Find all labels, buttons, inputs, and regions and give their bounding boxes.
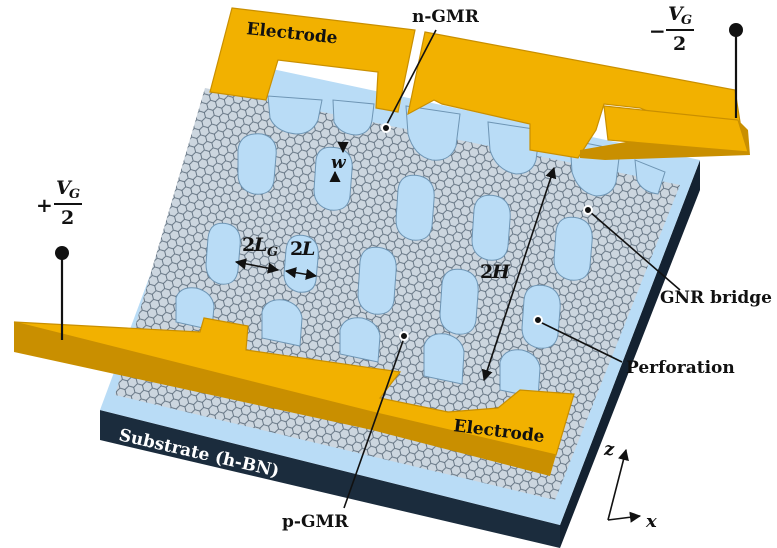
axis-z: [607, 448, 629, 521]
perforation-hole: [395, 174, 435, 241]
arrow-2L: [284, 267, 318, 280]
voltage-left: + V G 2: [36, 177, 82, 229]
electrode-bottom-pad-side: [372, 412, 556, 476]
notch-top: [267, 95, 323, 135]
electrode-top-left-pad: [209, 7, 416, 113]
voltage-left-subscript: G: [69, 187, 80, 202]
perforation-hole: [357, 246, 397, 315]
label-perforation: Perforation: [626, 358, 735, 378]
label-2LG-sub: G: [267, 245, 278, 260]
voltage-left-sign: +: [36, 193, 53, 217]
lead-left: [55, 246, 69, 340]
notch-bottom: [339, 317, 381, 363]
label-w: w: [331, 153, 347, 173]
notch-bottom: [261, 299, 303, 347]
electrode-top: [209, 7, 750, 160]
callout-dot: [583, 205, 593, 215]
voltage-left-denominator: 2: [61, 207, 74, 229]
voltage-right-subscript: G: [681, 13, 692, 28]
label-2H: 2 H: [480, 261, 511, 283]
perforation-hole: [237, 133, 277, 195]
axes: z x: [603, 439, 657, 532]
substrate-side-front: [100, 410, 560, 548]
label-2L-var: L: [301, 238, 315, 260]
axis-x: [607, 511, 642, 523]
label-2LG-coef: 2: [242, 234, 255, 256]
voltage-right-numerator: V: [668, 3, 685, 25]
arrow-2LG: [234, 258, 280, 274]
dimension-arrows: [234, 141, 557, 382]
label-2H-var: H: [491, 261, 511, 283]
label-gnr-bridge: GNR bridge: [660, 288, 772, 308]
axis-x-label: x: [645, 511, 657, 532]
label-n-gmr: n-GMR: [412, 7, 480, 27]
label-2LG: 2 L G: [242, 234, 278, 260]
label-2LG-var: L: [253, 234, 267, 256]
callouts: [343, 29, 681, 509]
substrate-side-right: [560, 160, 700, 548]
perforation-hole: [205, 222, 241, 285]
electrode-top-bar-end: [603, 105, 749, 153]
perforation-hole: [553, 216, 593, 281]
electrode-bottom-bar-side: [14, 322, 372, 430]
notch-top: [332, 99, 375, 136]
label-p-gmr: p-GMR: [282, 512, 349, 532]
electrode-bottom: [13, 317, 575, 476]
electrode-bottom-bar: [13, 317, 575, 456]
perforation-hole: [471, 194, 511, 261]
terminal-right: [729, 23, 743, 37]
notch-top: [405, 105, 461, 161]
callout-dot: [381, 123, 391, 133]
voltage-right-sign: −: [649, 19, 666, 43]
arrow-2H: [481, 166, 557, 382]
lead-right: [729, 23, 743, 118]
voltage-right: − V G 2: [649, 3, 694, 55]
callout-dot: [399, 331, 409, 341]
label-2H-coef: 2: [480, 261, 493, 283]
axis-z-label: z: [603, 439, 615, 460]
voltage-right-denominator: 2: [673, 33, 686, 55]
notch-bottom: [423, 333, 465, 385]
callout-p-gmr: [343, 337, 405, 509]
voltage-left-numerator: V: [56, 177, 73, 199]
label-2L: 2 L: [290, 238, 315, 260]
perforation-hole: [439, 268, 479, 335]
callout-gnr-bridge: [589, 211, 681, 291]
callout-dot: [533, 315, 543, 325]
notch-top: [634, 159, 666, 195]
terminal-left: [55, 246, 69, 260]
callout-n-gmr: [385, 29, 437, 127]
label-2L-coef: 2: [290, 238, 303, 260]
